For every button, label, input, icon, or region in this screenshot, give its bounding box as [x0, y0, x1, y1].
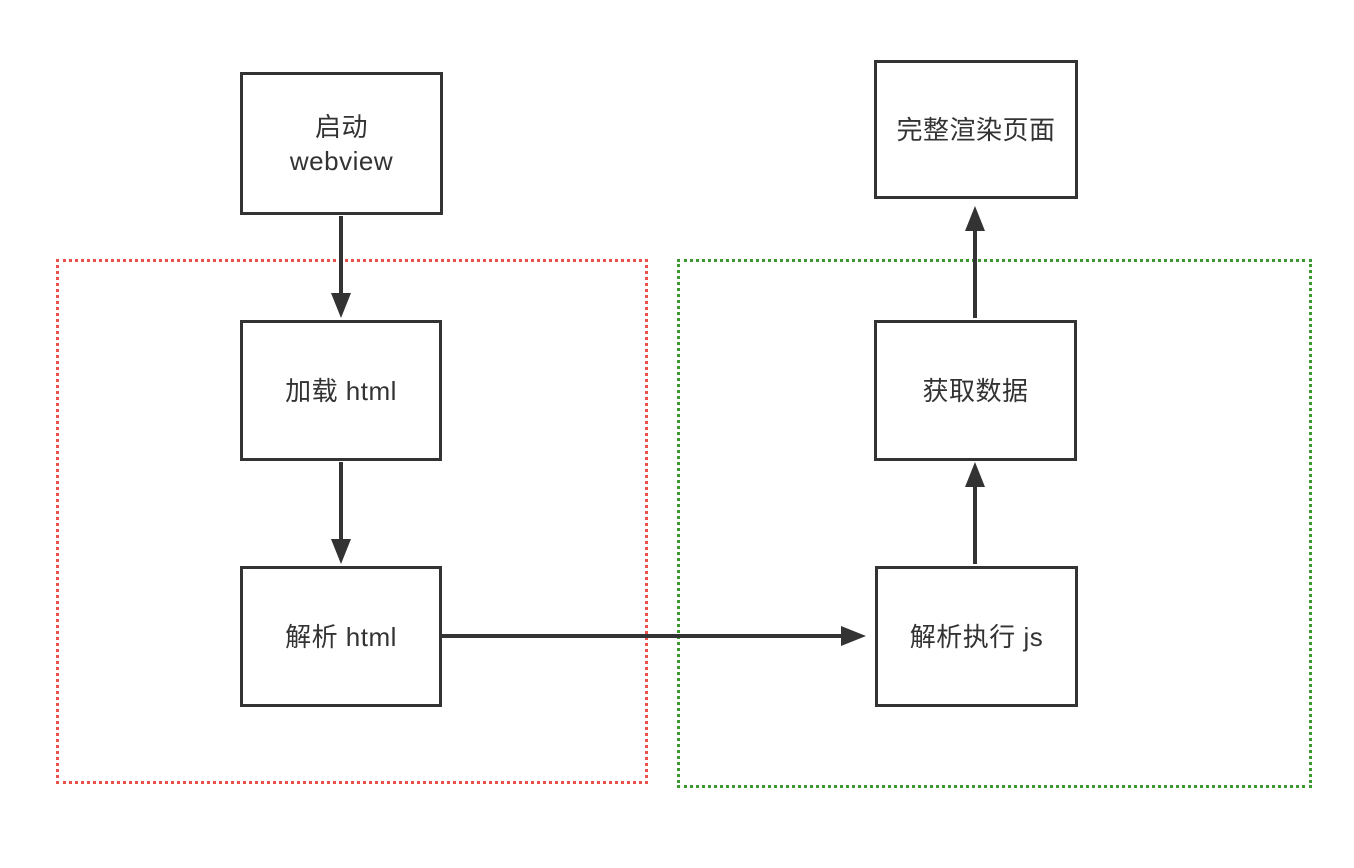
group-box-red-native-phase [56, 259, 648, 784]
node-label: 解析执行 js [909, 621, 1044, 652]
node-label: 完整渲染页面 [896, 114, 1056, 145]
arrow-fetch-to-render [965, 206, 985, 318]
arrowhead-up-icon [965, 206, 985, 231]
arrowhead-up-icon [965, 462, 985, 487]
arrowhead-right-icon [841, 626, 866, 646]
arrow-js-to-fetch [965, 462, 985, 564]
arrow-start-to-load [331, 216, 351, 318]
node-load-html: 加载 html [240, 320, 442, 461]
arrowhead-down-icon [331, 539, 351, 564]
node-label: 加载 html [285, 375, 397, 406]
arrow-parse-to-js [442, 626, 866, 646]
node-render-complete: 完整渲染页面 [874, 60, 1078, 199]
arrowhead-down-icon [331, 293, 351, 318]
node-label: 启动 webview [289, 111, 394, 176]
node-fetch-data: 获取数据 [874, 320, 1077, 461]
arrow-load-to-parse [331, 462, 351, 564]
node-parse-exec-js: 解析执行 js [875, 566, 1078, 707]
node-start-webview: 启动 webview [240, 72, 443, 215]
node-parse-html: 解析 html [240, 566, 442, 707]
group-box-green-js-phase [677, 259, 1312, 788]
node-label: 解析 html [285, 621, 397, 652]
node-label: 获取数据 [922, 375, 1029, 406]
